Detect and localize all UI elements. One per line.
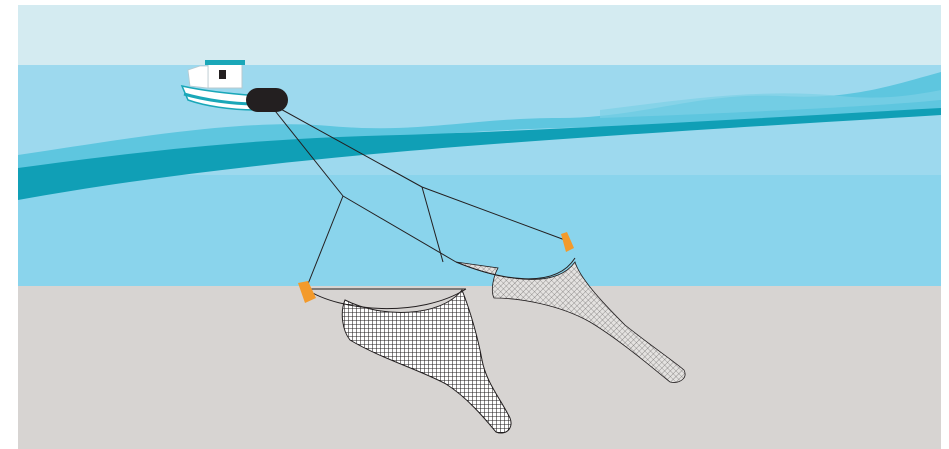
boat-cabin-roof xyxy=(205,60,245,65)
boat-bow xyxy=(188,66,208,88)
net-drum-icon xyxy=(246,88,288,112)
sky xyxy=(18,5,941,67)
boat-window xyxy=(219,70,226,79)
